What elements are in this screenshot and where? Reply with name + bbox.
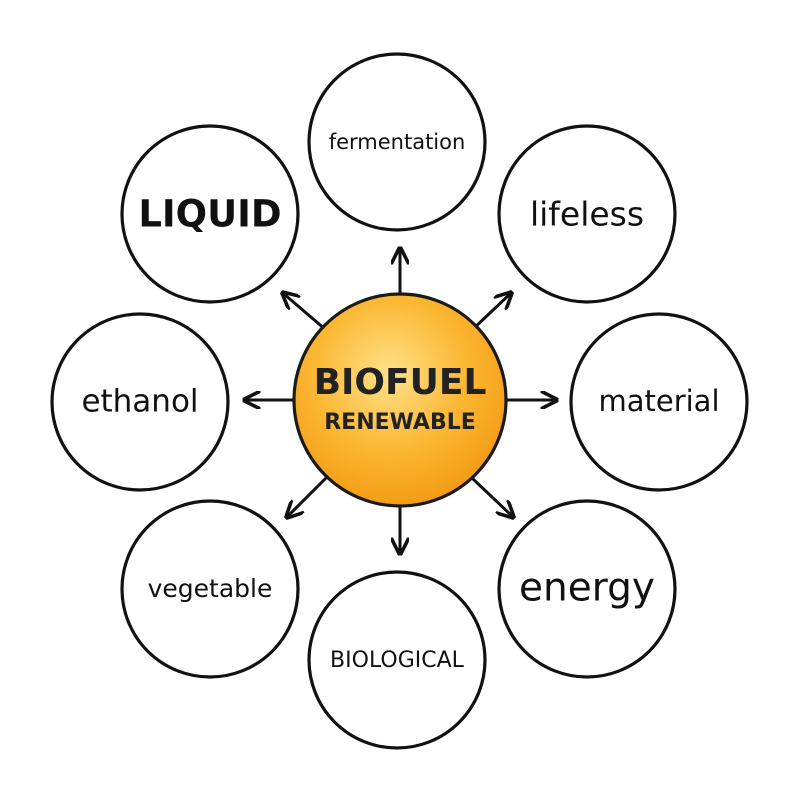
arrow-to-energy	[470, 476, 512, 516]
connector-arrows	[246, 250, 555, 552]
node-ethanol-circle	[50, 312, 230, 492]
node-energy-circle	[497, 499, 677, 679]
node-energy-label: energy	[519, 566, 655, 611]
arrow-to-lifeless	[470, 294, 510, 332]
node-liquid-circle	[120, 124, 300, 304]
node-liquid: LIQUID	[120, 124, 300, 304]
node-liquid-label: LIQUID	[138, 193, 281, 236]
node-fermentation-circle	[307, 52, 487, 232]
node-energy: energy	[497, 499, 677, 679]
node-biological: BIOLOGICAL	[307, 570, 487, 750]
node-vegetable-circle	[120, 499, 300, 679]
node-lifeless-circle	[497, 124, 677, 304]
arrow-to-vegetable	[288, 476, 328, 516]
node-vegetable-label: vegetable	[148, 574, 273, 603]
center-node: BIOFUEL RENEWABLE	[292, 292, 508, 508]
center-node-circle	[292, 292, 508, 508]
center-title: BIOFUEL	[314, 362, 487, 403]
node-material-circle	[569, 312, 749, 492]
node-material-label: material	[598, 384, 719, 418]
center-subtitle: RENEWABLE	[324, 410, 476, 435]
node-vegetable: vegetable	[120, 499, 300, 679]
node-ethanol: ethanol	[50, 312, 230, 492]
node-fermentation-label: fermentation	[329, 130, 466, 154]
node-lifeless-label: lifeless	[530, 195, 644, 234]
node-material: material	[569, 312, 749, 492]
arrow-to-liquid	[284, 294, 328, 332]
node-ethanol-label: ethanol	[81, 384, 198, 420]
node-biological-label: BIOLOGICAL	[330, 648, 465, 673]
node-fermentation: fermentation	[307, 52, 487, 232]
node-lifeless: lifeless	[497, 124, 677, 304]
node-biological-circle	[307, 570, 487, 750]
